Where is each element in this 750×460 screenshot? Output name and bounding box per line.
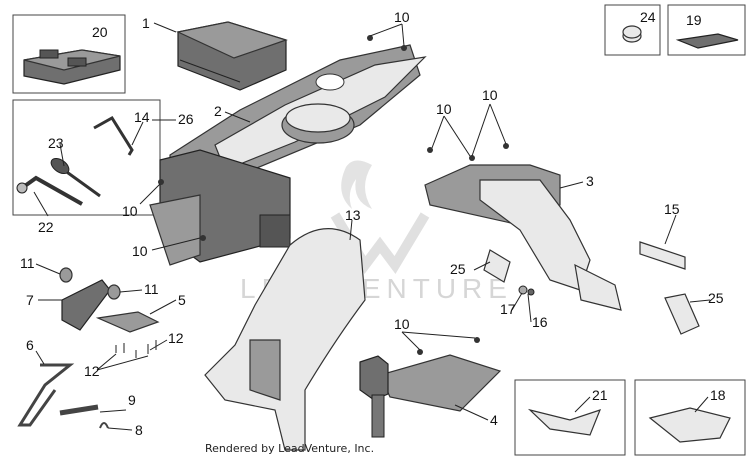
callout-18: 18 — [710, 387, 726, 403]
part-12-screws[interactable] — [115, 340, 157, 358]
part-14-hex-key[interactable] — [93, 115, 134, 156]
callout-21: 21 — [592, 387, 608, 403]
callout-22: 22 — [38, 219, 54, 235]
part-20-plate[interactable] — [23, 49, 121, 85]
callout-14: 14 — [134, 109, 150, 125]
part-5-clip[interactable] — [95, 311, 160, 333]
callout-10-top: 10 — [394, 9, 410, 25]
callout-20: 20 — [92, 24, 108, 40]
part-16-17-hardware[interactable] — [518, 285, 535, 296]
kit-box-18 — [634, 379, 746, 456]
part-13-splash-guard[interactable] — [204, 228, 366, 451]
part-2-body[interactable] — [149, 44, 427, 266]
callout-12-right: 12 — [168, 330, 184, 346]
callout-8: 8 — [135, 422, 143, 438]
part-18-clip[interactable] — [648, 407, 731, 443]
part-19-pad[interactable] — [675, 33, 739, 49]
part-23-screwdriver[interactable] — [48, 155, 101, 198]
part-22-box-wrench[interactable] — [16, 175, 83, 206]
callout-15: 15 — [664, 201, 680, 217]
part-6-wire-hook[interactable] — [17, 363, 75, 427]
callout-7: 7 — [26, 292, 34, 308]
callout-19: 19 — [686, 12, 702, 28]
part-11-spacer-a[interactable] — [59, 267, 73, 283]
callout-3: 3 — [586, 173, 594, 189]
callout-23: 23 — [48, 135, 64, 151]
callout-13: 13 — [345, 207, 361, 223]
callout-10-body-lower: 10 — [132, 243, 148, 259]
callout-11-right: 11 — [144, 281, 159, 297]
callout-4: 4 — [490, 412, 498, 428]
part-3-bracket[interactable] — [424, 164, 622, 311]
callout-12-left: 12 — [84, 363, 100, 379]
part-9-pin[interactable] — [59, 404, 99, 416]
rendered-by-text: Rendered by LeadVenture, Inc. — [205, 442, 374, 455]
callout-11-left: 11 — [20, 255, 35, 271]
callout-25-left: 25 — [450, 261, 466, 277]
part-4-tray[interactable] — [359, 354, 502, 438]
callout-16: 16 — [532, 314, 548, 330]
leader-lines — [33, 22, 711, 431]
bolts-10[interactable] — [158, 35, 509, 355]
callout-26: 26 — [178, 111, 194, 127]
part-1-cover[interactable] — [176, 21, 288, 91]
part-11-spacer-b[interactable] — [107, 284, 121, 300]
callout-9: 9 — [128, 392, 136, 408]
kit-box-21 — [514, 379, 626, 456]
part-25-pad-left[interactable] — [483, 249, 511, 283]
part-24-nut[interactable] — [622, 25, 642, 43]
part-25-pad-right[interactable] — [664, 293, 700, 335]
callout-25-right: 25 — [708, 290, 724, 306]
callout-10-bracket-right: 10 — [482, 87, 498, 103]
callout-2: 2 — [214, 103, 222, 119]
part-7-bracket[interactable] — [61, 279, 111, 331]
callout-10-body-upper: 10 — [122, 203, 138, 219]
part-8-clip[interactable] — [99, 422, 109, 429]
callout-1: 1 — [142, 15, 150, 31]
callout-17: 17 — [500, 301, 516, 317]
kit-box-20 — [12, 14, 126, 94]
part-21-clip[interactable] — [527, 408, 602, 436]
callout-10-tray: 10 — [394, 316, 410, 332]
tool-kit-box-26 — [12, 99, 161, 216]
callouts: 1 2 3 4 5 6 7 8 9 10 10 10 10 10 10 11 1… — [20, 9, 726, 438]
callout-6: 6 — [26, 337, 34, 353]
callout-10-bracket-left: 10 — [436, 101, 452, 117]
callout-5: 5 — [178, 292, 186, 308]
kit-box-19 — [667, 4, 746, 56]
callout-24: 24 — [640, 9, 656, 25]
part-15-plate[interactable] — [639, 241, 686, 270]
kit-box-24 — [604, 4, 661, 56]
